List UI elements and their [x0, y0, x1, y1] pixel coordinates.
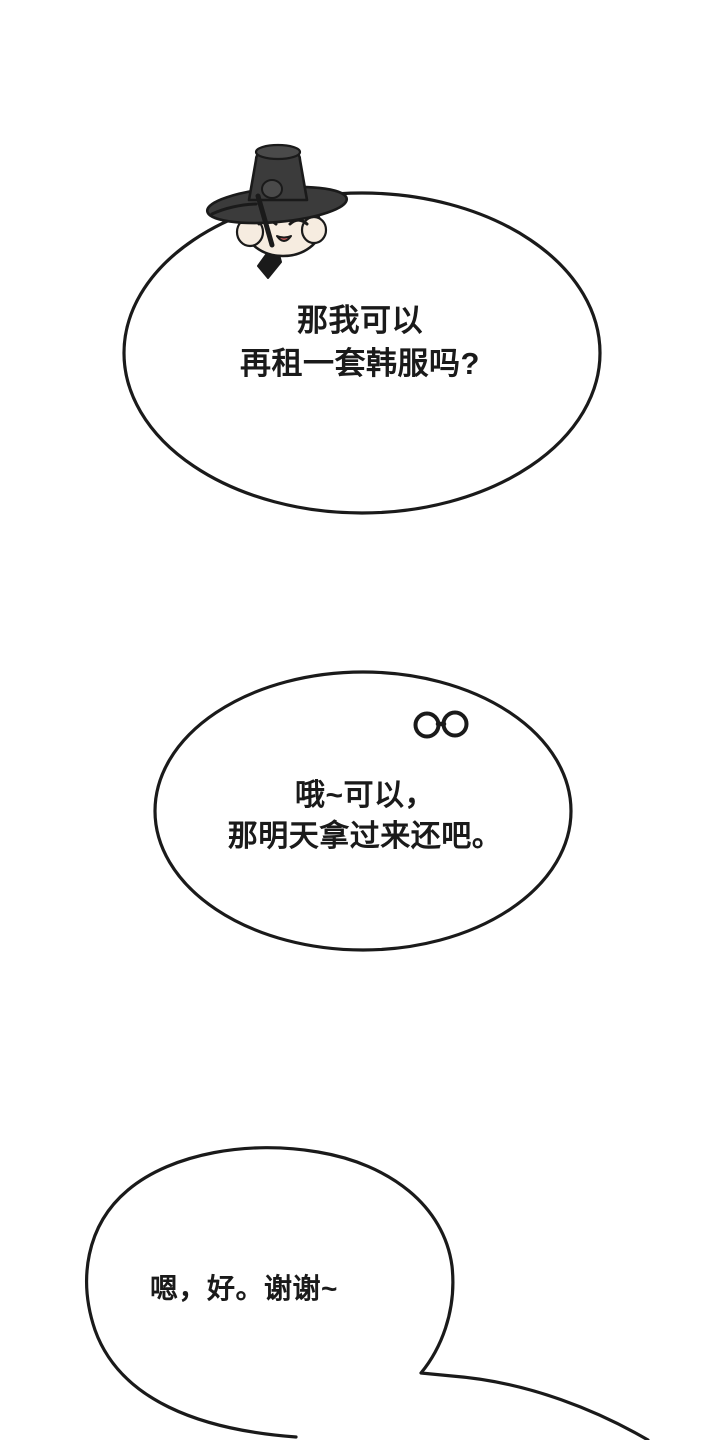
hat-strap: [255, 193, 275, 248]
bubble-1-text: 那我可以 再租一套韩服吗?: [240, 303, 480, 381]
glasses-right-lens: [441, 710, 469, 738]
hat-knot: [261, 179, 283, 199]
glasses-icon: [413, 710, 469, 739]
speech-bubble-1[interactable]: [122, 191, 602, 515]
bubble-1-outline: [122, 191, 602, 515]
hat-brim-left-tip: [210, 202, 258, 216]
speech-bubble-3[interactable]: [85, 1146, 650, 1440]
speech-bubble-2[interactable]: [153, 670, 573, 952]
bubble-3-outline: [85, 1146, 650, 1440]
glasses-left-lens: [413, 711, 441, 739]
character-right-cheek: [300, 215, 328, 245]
bubble-2-outline: [153, 670, 573, 952]
hat-crown-top: [254, 143, 302, 161]
bubble-3-text: 嗯，好。谢谢~: [150, 1273, 338, 1304]
character-head-gat: [205, 143, 349, 279]
bubble-2-text: 哦~可以， 那明天拿过来还吧。: [227, 779, 503, 854]
character-mouth: [276, 235, 292, 242]
